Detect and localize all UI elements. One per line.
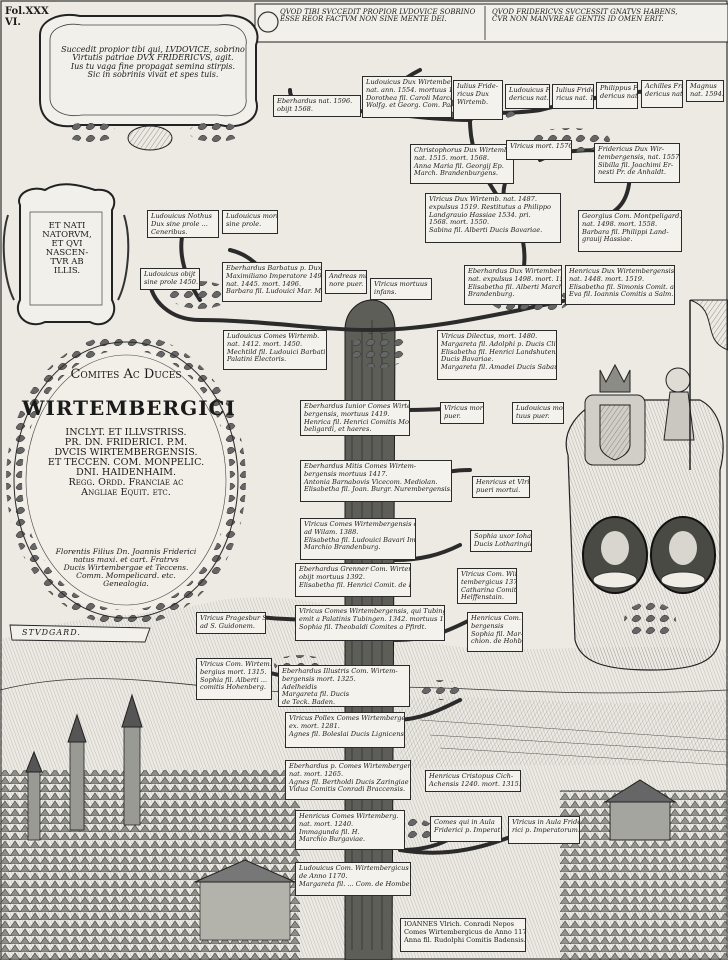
- genealogy-plaque: Iulius Fride- ricus Dux Wirtemb.: [453, 80, 503, 120]
- genealogy-plaque: Henricus Dux Wirtembergensis nat. 1448. …: [565, 265, 675, 305]
- genealogy-plaque: Vlricus mort. 1576.: [506, 140, 572, 160]
- genealogy-plaque: Vlricus Comes Wirtembergensis, qui Tubin…: [295, 605, 445, 641]
- title-line-1: Comites Ac Duces: [70, 367, 182, 382]
- genealogy-plaque: Andreas mi- nore puer.: [325, 270, 367, 294]
- genealogy-plaque: Georgius Com. Montpeligard. nat. 1498. m…: [578, 210, 682, 252]
- header-couplet-left: QVOD TIBI SVCCEDIT PROPIOR LVDOVICE SOBR…: [280, 8, 476, 24]
- genealogy-plaque: Magnus nat. 1594.: [686, 80, 724, 102]
- header-couplet-right: QVOD FRIDERICVS SVCCESSIT GNATVS HABENS,…: [492, 8, 678, 24]
- folio-number: Fol.XXX VI.: [5, 6, 49, 28]
- genealogy-plaque: Eberhardus Dux Wirtemberg nat. expulsus …: [464, 265, 562, 305]
- genealogy-plaque: Vlricus Dilectus, mort. 1480. Margareta …: [437, 330, 557, 380]
- genealogy-plaque: Eberhardus p. Comes Wirtembergen. nat. m…: [285, 760, 411, 800]
- genealogy-plaque: Eberhardus nat. 1596. obijt 1568.: [273, 95, 361, 117]
- poem-cartouche-text: Succedit propior tibi qui, LVDOVICE, sob…: [61, 45, 245, 80]
- genealogy-plaque: Iulius Fride- ricus nat. 1588.: [552, 84, 594, 109]
- genealogy-plaque: Eberhardus Barbatus p. Dux & Maximiliano…: [222, 262, 322, 302]
- genealogy-plaque: Comes qui in Aula Friderici p. Imperat.: [430, 816, 502, 842]
- genealogy-plaque: Ludouicus Comes Wirtemb. nat. 1412. mort…: [223, 330, 327, 370]
- genealogy-plaque: Vlricus Com. Wir- tembergicus 1379. Cath…: [457, 568, 517, 604]
- genealogy-plaque: Ludouicus Com. Wirtembergicus de Anno 11…: [295, 862, 411, 896]
- genealogy-plaque: Ludouicus Fri- dericus nat. 1586.: [505, 84, 550, 109]
- title-line-4: Florentis Filius Dn. Joannis Friderici n…: [55, 547, 197, 588]
- city-of-stuttgart-illustration: [0, 693, 728, 960]
- city-label: STVDGARD.: [22, 628, 81, 637]
- coat-of-arms-and-portraits: [565, 299, 728, 671]
- genealogy-plaque: Henricus Cristopus Cich- Achensis 1240. …: [425, 770, 521, 792]
- title-line-3: INCLYT. ET ILLVSTRISS. PR. DN. FRIDERICI…: [47, 427, 205, 499]
- genealogy-plaque: Ludouicus mort. sine prole.: [222, 210, 278, 234]
- genealogy-plaque: Henricus Comes Wirtemberg. nat. mort. 12…: [295, 810, 405, 850]
- genealogy-plaque: Vlricus Com. Wirtem. bergius mort. 1315.…: [196, 658, 272, 700]
- genealogy-plaque: Eberhardus Mitis Comes Wirtem- bergensis…: [300, 460, 452, 502]
- genealogy-plaque: Fridericus Dux Wir- tembergensis, nat. 1…: [594, 143, 680, 183]
- genealogy-plaque-root: IOANNES Vlrich. Conradi Nepos Comes Wirt…: [400, 918, 526, 952]
- title-line-2: WIRTEMBERGICI: [22, 396, 236, 420]
- ett-cartouche-frame: [2, 183, 130, 326]
- genealogy-plaque: Vlricus in Aula Fride- rici p. Imperator…: [508, 816, 580, 844]
- genealogy-plaque: Eberhardus Illustris Com. Wirtem- bergen…: [278, 665, 410, 707]
- genealogy-plaque: Christophorus Dux Wirtemb. nat. 1515. mo…: [410, 144, 514, 184]
- genealogy-plaque: Ludouicus Nothus Dux sine prole ... Cene…: [147, 210, 219, 238]
- genealogy-plaque: Sophia uxor Iohan. Ducis Lotharingiae.: [470, 530, 532, 552]
- poem-cartouche-frame: [39, 14, 259, 151]
- genealogy-plaque: Vlricus Pollex Comes Wirtembergens. ex. …: [285, 712, 405, 748]
- genealogy-plaque: Eberhardus Grenner Com. Wirtemberg. obij…: [295, 563, 411, 597]
- genealogy-plaque: Vlricus Comes Wirtembergensis occ. ad Wi…: [300, 518, 416, 560]
- genealogy-plaque: Vlricus mortuus infans.: [370, 278, 432, 300]
- genealogy-plaque: Vlricus mort. puer.: [440, 402, 484, 424]
- genealogy-plaque: Henricus et Vlricus pueri mortui.: [472, 476, 530, 498]
- genealogy-plaque: Achilles Fri- dericus nat. 1591.: [641, 80, 683, 108]
- ett-cartouche-text: ET NATI NATORVM, ET QVI NASCEN- TVR AB I…: [42, 221, 92, 276]
- genealogy-plaque: Ludouicus Dux Wirtemberg. nat. ann. 1554…: [362, 76, 452, 118]
- genealogy-plaque: Vlricus Dux Wirtemb. nat. 1487. expulsus…: [425, 193, 561, 243]
- genealogy-plaque: Ludouicus obijt sine prole 1450.: [140, 268, 200, 290]
- genealogy-plaque: Philippus Fri- dericus nat. 1589.: [596, 82, 638, 109]
- title-laurel-wreath: [6, 334, 246, 626]
- genealogy-plaque: Eberhardus Iunior Comes Wirtem- bergensi…: [300, 400, 410, 436]
- city-label-ribbon: [9, 624, 151, 643]
- genealogy-plaque: Vlricus Pragesbur Spira ad S. Guidonem.: [196, 612, 266, 634]
- genealogy-plaque: Ludouicus mor- tuus puer.: [512, 402, 564, 424]
- genealogy-plaque: Henricus Com. Wirtem- bergensis Sophia f…: [467, 612, 523, 652]
